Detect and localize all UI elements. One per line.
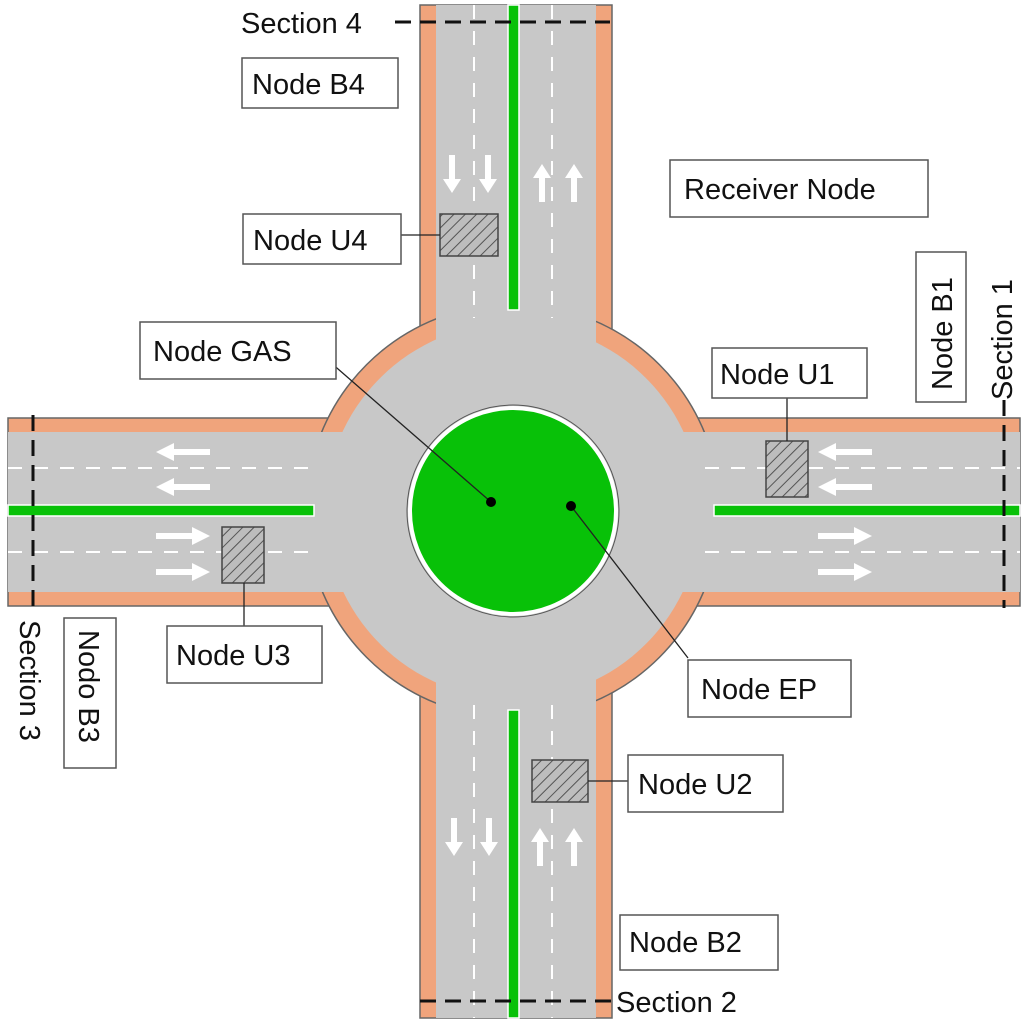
arrow-right-icon	[818, 563, 872, 581]
node-u2-label: Node U2	[638, 769, 752, 801]
receiver-node-label: Receiver Node	[684, 174, 876, 206]
arrow-down-icon	[480, 818, 498, 856]
arrow-up-icon	[531, 828, 549, 866]
node-u1-label: Node U1	[720, 359, 834, 391]
node-b4-label: Node B4	[252, 69, 365, 101]
node-u3-label: Node U3	[176, 640, 290, 672]
arrow-left-icon	[818, 443, 872, 461]
node-gas-dot	[486, 497, 496, 507]
section-2-label: Section 2	[616, 987, 737, 1019]
arrow-right-icon	[156, 527, 210, 545]
node-b2-label: Node B2	[629, 927, 742, 959]
sensor-u1	[765, 440, 809, 498]
green-medians	[7, 4, 1021, 1019]
arrow-right-icon	[818, 527, 872, 545]
node-gas-label: Node GAS	[153, 336, 292, 368]
section-3-label: Section 3	[13, 620, 45, 741]
node-ep-label: Node EP	[701, 674, 817, 706]
label-boxes	[63, 57, 967, 971]
section-lines	[31, 20, 1006, 1003]
node-b3-label: Nodo B3	[72, 630, 104, 743]
arrow-left-icon	[156, 478, 210, 496]
arrow-down-icon	[445, 818, 463, 856]
arrow-right-icon	[156, 563, 210, 581]
arrow-down-icon	[479, 155, 497, 193]
sensor-u4	[439, 213, 499, 257]
arrow-up-icon	[533, 164, 551, 202]
sensor-units	[221, 213, 809, 803]
sensor-u2	[531, 759, 589, 803]
section-4-label: Section 4	[241, 8, 362, 40]
lane-markings	[8, 5, 1020, 1018]
arrow-up-icon	[565, 828, 583, 866]
sensor-u3	[221, 526, 265, 584]
arrow-down-icon	[443, 155, 461, 193]
node-u4-label: Node U4	[253, 225, 367, 257]
node-b1-label: Node B1	[927, 277, 959, 390]
arrow-up-icon	[565, 164, 583, 202]
lane-arrows	[156, 155, 872, 866]
leader-lines	[243, 234, 788, 782]
arrow-left-icon	[818, 478, 872, 496]
section-1-label: Section 1	[987, 279, 1019, 400]
arrow-left-icon	[156, 443, 210, 461]
node-ep-dot	[566, 501, 576, 511]
central-island	[408, 406, 618, 616]
